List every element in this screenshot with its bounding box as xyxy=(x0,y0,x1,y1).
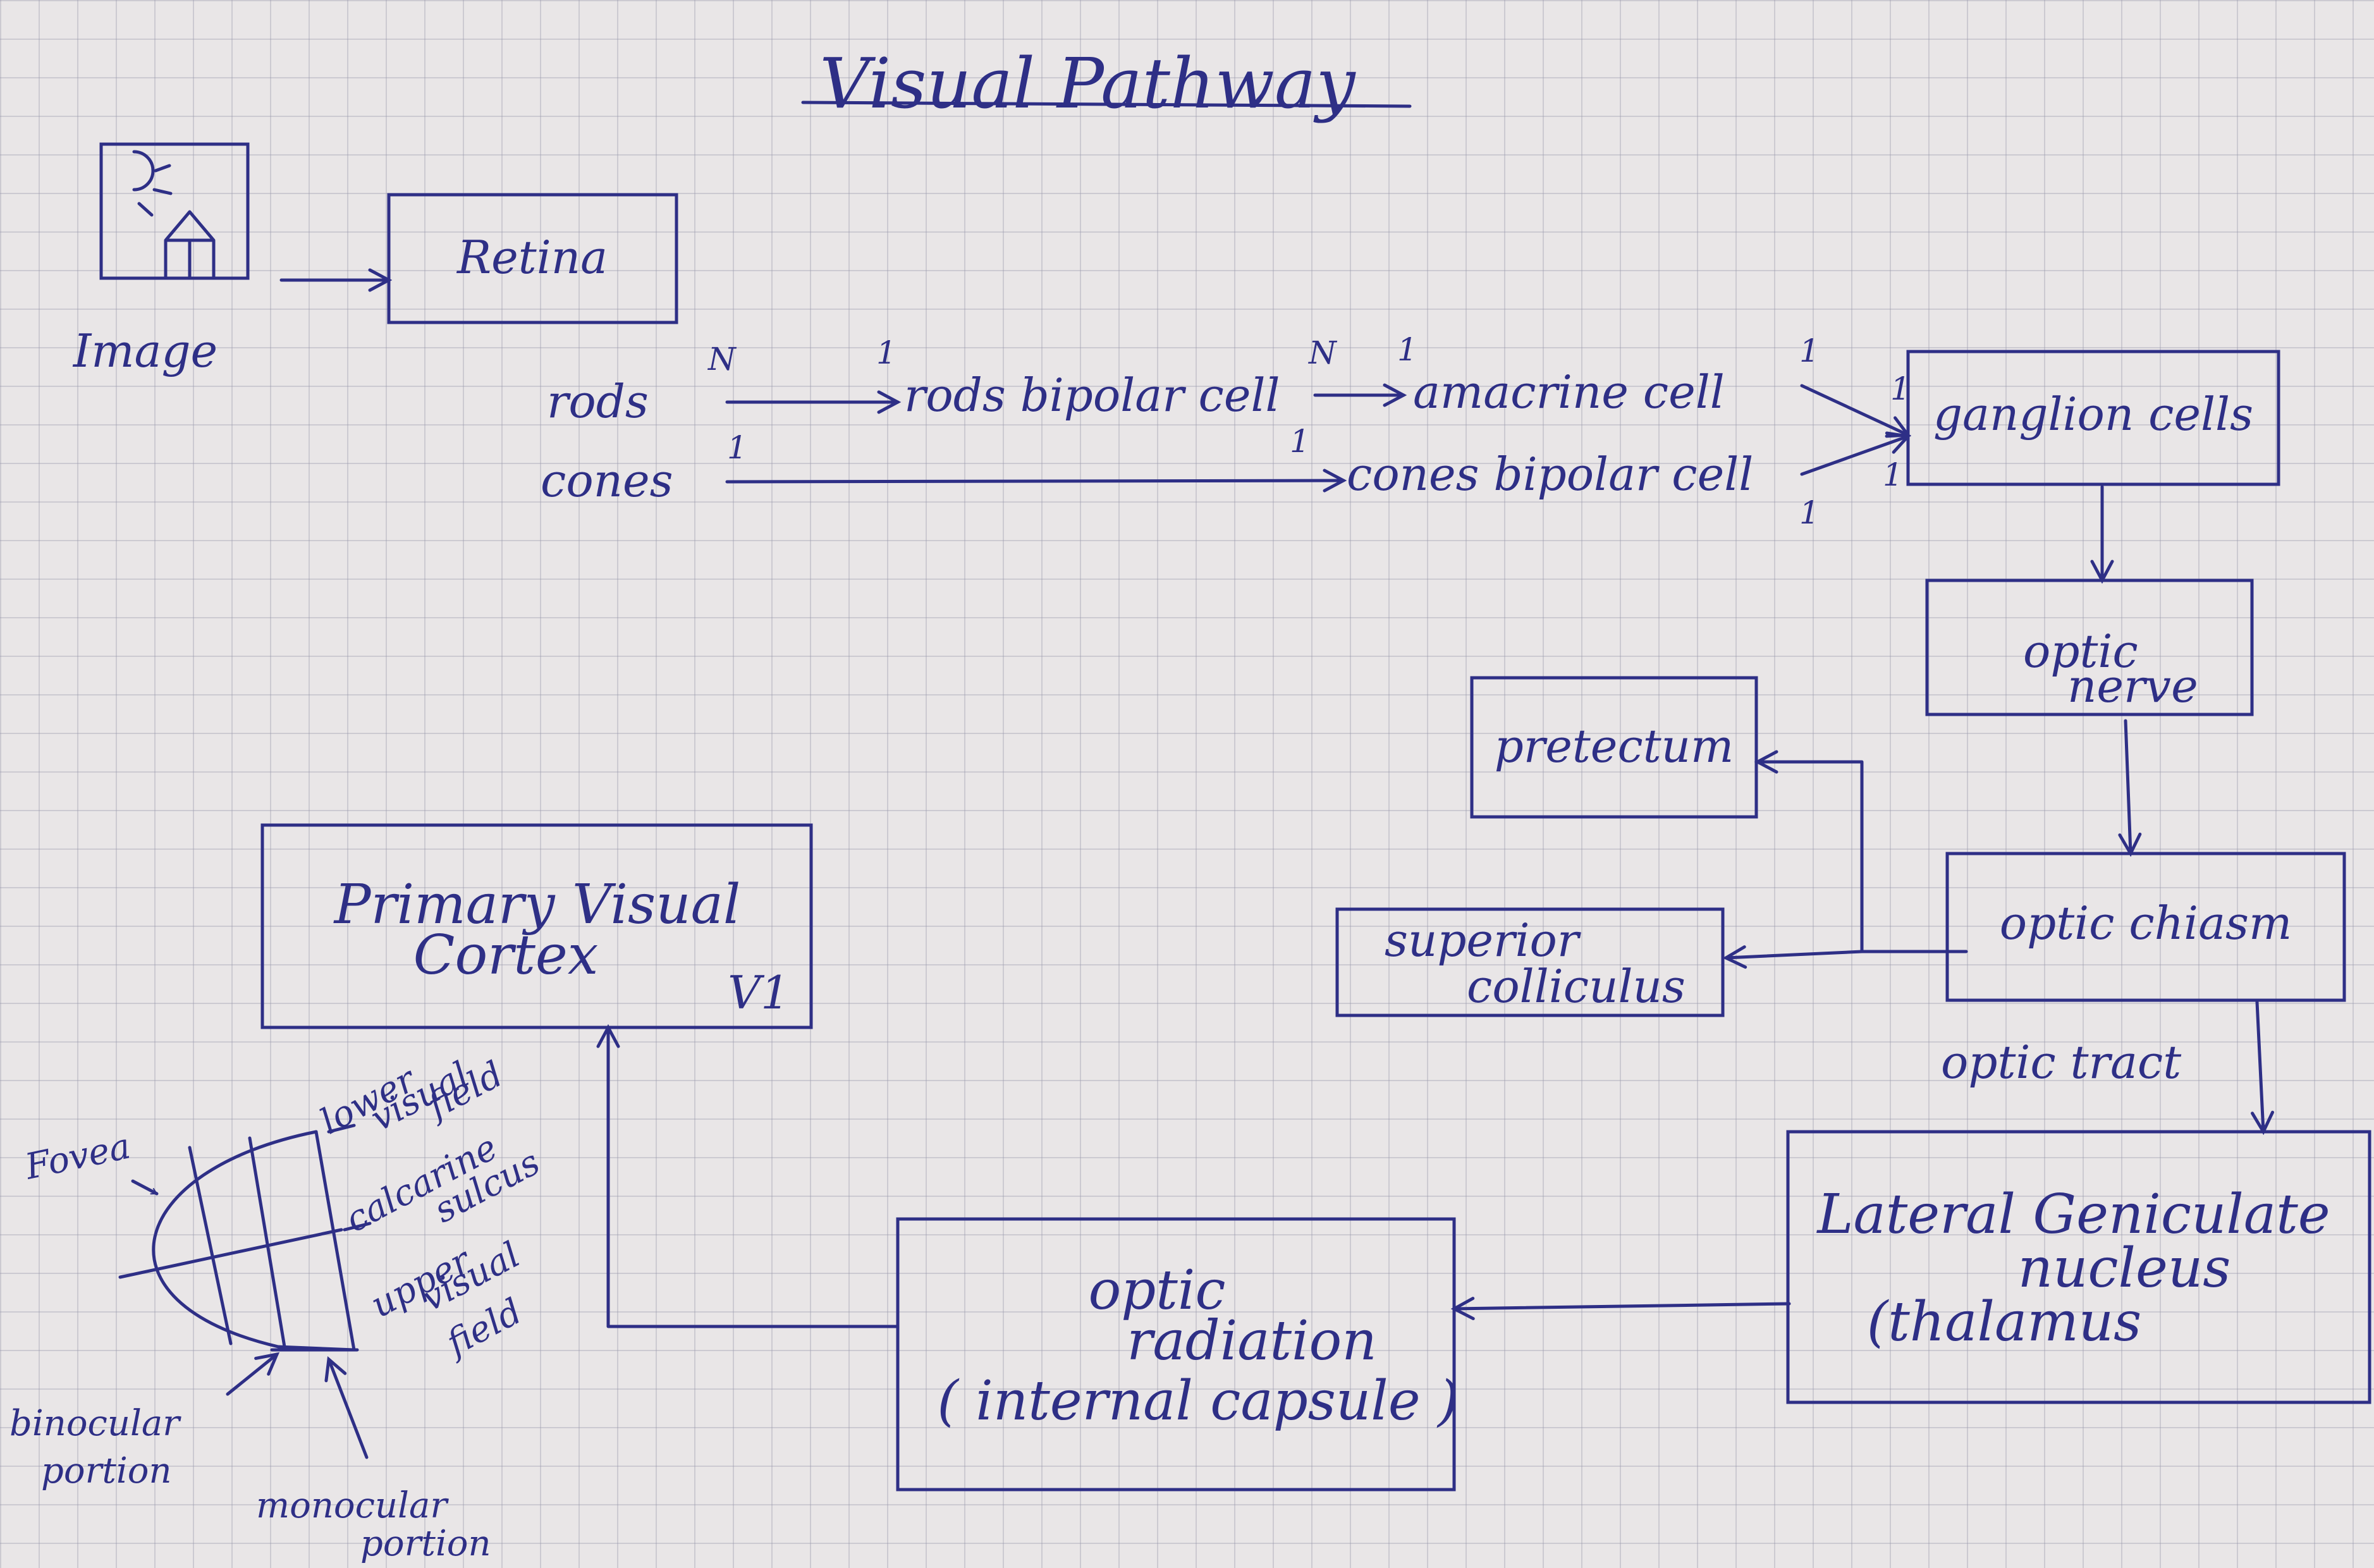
binocular-pointer xyxy=(226,1352,280,1396)
lgn-label-3: (thalamus xyxy=(1867,1290,2142,1354)
pretectum-label: pretectum xyxy=(1495,720,1734,773)
arrow-opticradiation-v1 xyxy=(596,1024,900,1328)
visual-cortex-sketch xyxy=(118,1124,372,1459)
ganglion-from-conesbipolar-cardinality: 1 xyxy=(1799,494,1820,531)
branch-chiasm-colliculus xyxy=(1722,945,1864,969)
superior-colliculus-label-1: superior xyxy=(1385,914,1581,967)
rods-out-cardinality: N xyxy=(707,341,737,377)
cones-label: cones xyxy=(541,454,673,507)
rods-label: rods xyxy=(547,375,649,428)
arrow-chiasm-lgn xyxy=(2251,1000,2275,1136)
amacrine-in-cardinality: 1 xyxy=(1397,331,1417,368)
monocular-label-2: portion xyxy=(360,1523,491,1564)
superior-colliculus-box xyxy=(1335,907,1725,1017)
v1-label-3: V1 xyxy=(728,966,790,1019)
image-sketch xyxy=(99,142,250,280)
title-underline xyxy=(801,101,1412,108)
monocular-label-1: monocular xyxy=(256,1485,449,1526)
page-title: Visual Pathway xyxy=(819,43,1356,124)
v1-label-1: Primary Visual xyxy=(333,873,741,936)
optic-chiasm-box xyxy=(1945,852,2346,1002)
binocular-label-1: binocular xyxy=(9,1403,181,1444)
rodsbipolar-in-cardinality: 1 xyxy=(876,334,896,371)
lgn-label-1: Lateral Geniculate xyxy=(1816,1183,2330,1246)
v1-box xyxy=(260,823,813,1029)
optic-radiation-box xyxy=(896,1217,1456,1491)
lower-field-label-3: field xyxy=(419,1054,510,1129)
retina-box xyxy=(387,193,678,324)
cones-bipolar-label: cones bipolar cell xyxy=(1347,448,1753,501)
conesbipolar-in-cardinality: 1 xyxy=(1290,423,1310,460)
optic-nerve-label-1: optic xyxy=(2023,625,2138,678)
arrow-lgn-opticradiation xyxy=(1450,1297,1791,1321)
ganglion-in-bottom-cardinality: 1 xyxy=(1883,456,1903,493)
cones-out-cardinality: 1 xyxy=(727,429,747,466)
ganglion-from-amacrine-cardinality: 1 xyxy=(1799,333,1820,369)
image-label: Image xyxy=(72,324,217,377)
ganglion-box xyxy=(1906,350,2280,486)
rods-bipolar-label: rods bipolar cell xyxy=(904,369,1280,422)
retina-label: Retina xyxy=(456,231,608,284)
ganglion-label: ganglion cells xyxy=(1933,388,2253,441)
binocular-label-2: portion xyxy=(41,1450,172,1491)
optic-radiation-label-3: ( internal capsule ) xyxy=(937,1369,1459,1433)
arrow-amacrine-ganglion xyxy=(1800,384,1911,438)
lgn-label-2: nucleus xyxy=(2018,1237,2231,1300)
optic-radiation-label-1: optic xyxy=(1088,1259,1225,1322)
arrow-opticnerve-opticchiasm xyxy=(2118,719,2142,857)
optic-nerve-box xyxy=(1925,579,2254,716)
amacrine-label: amacrine cell xyxy=(1413,365,1725,419)
superior-colliculus-label-2: colliculus xyxy=(1467,960,1686,1013)
fovea-label: Fovea xyxy=(21,1125,134,1188)
branch-chiasm-pretectum xyxy=(1754,750,1968,953)
monocular-pointer xyxy=(324,1356,369,1459)
fovea-pointer xyxy=(131,1179,159,1196)
arrow-cones-conesbipolar xyxy=(725,469,1347,493)
optic-chiasm-label: optic chiasm xyxy=(2000,897,2292,950)
v1-label-2: Cortex xyxy=(413,924,599,987)
lgn-box xyxy=(1786,1130,2371,1404)
pretectum-box xyxy=(1470,676,1758,819)
optic-tract-label: optic tract xyxy=(1941,1036,2182,1089)
sun-icon xyxy=(132,150,173,217)
arrow-conesbipolar-ganglion xyxy=(1800,431,1912,476)
optic-radiation-label-2: radiation xyxy=(1127,1309,1376,1373)
optic-nerve-label-2: nerve xyxy=(2067,659,2198,713)
rodsbipolar-out-cardinality: N xyxy=(1308,334,1338,371)
